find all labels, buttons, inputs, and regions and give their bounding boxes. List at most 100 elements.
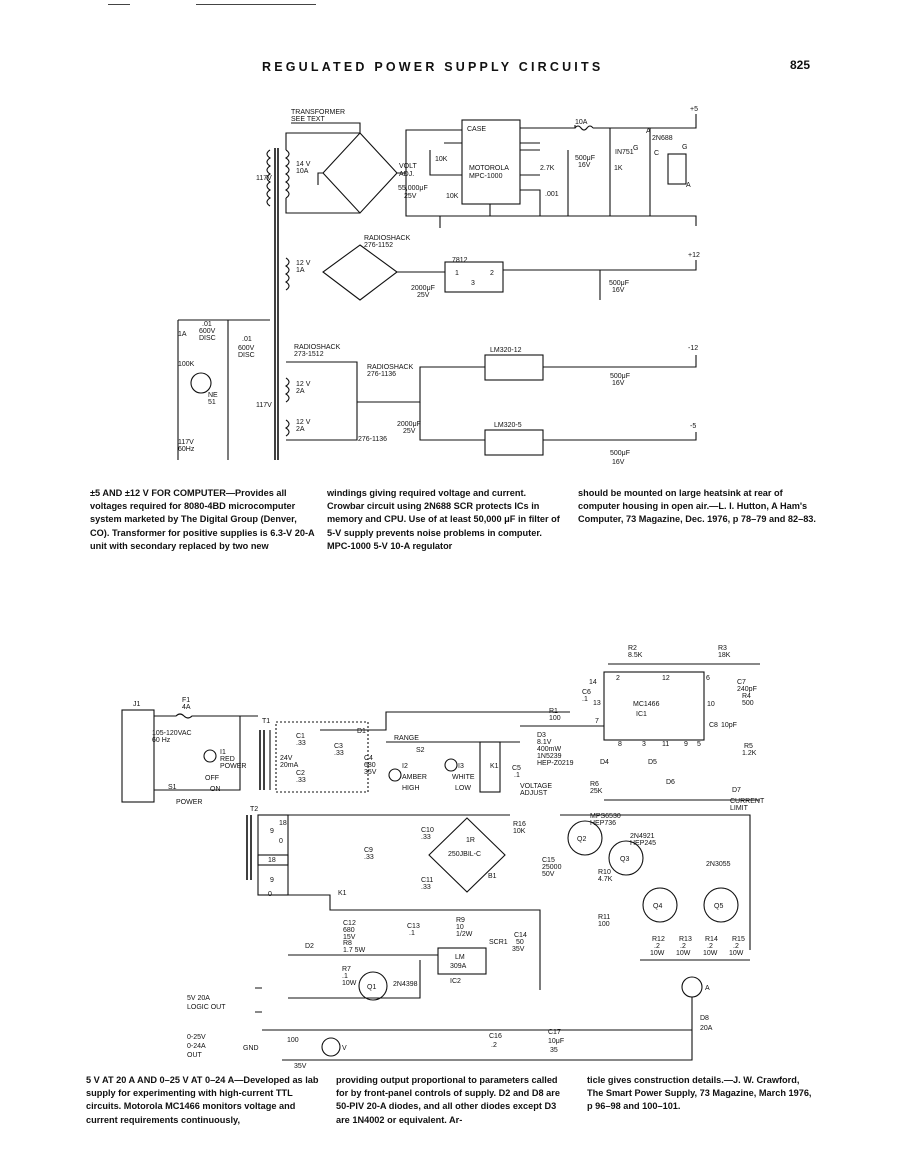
lbl-q2-type: MPS6530 bbox=[590, 813, 621, 820]
lbl-12v-3: 12 V bbox=[296, 419, 311, 426]
lbl-c500d: 500μF bbox=[610, 450, 630, 457]
lbl-rs3-num: 276-1136 bbox=[367, 371, 396, 378]
lbl-q3: Q3 bbox=[620, 856, 629, 863]
lbl-c600v-b: 600V bbox=[238, 345, 255, 352]
lbl-r16: R16 bbox=[513, 821, 526, 828]
lbl-d3c: 1N5239 bbox=[537, 753, 562, 760]
lbl-t2: T2 bbox=[250, 806, 258, 813]
lbl-case: CASE bbox=[467, 126, 486, 133]
lbl-c14v: 50 bbox=[516, 939, 524, 946]
lbl-t1: T1 bbox=[262, 718, 270, 725]
lbl-white: WHITE bbox=[452, 774, 475, 781]
lbl-r8: R8 bbox=[343, 940, 352, 947]
lbl-c5: C5 bbox=[512, 765, 521, 772]
lbl-f1: F1 bbox=[182, 697, 190, 704]
page-number: 825 bbox=[790, 58, 811, 72]
lbl-0-24a: 0-24A bbox=[187, 1043, 206, 1050]
caption-2-col-1: 5 V AT 20 A AND 0–25 V AT 0–24 A—Develop… bbox=[86, 1074, 326, 1127]
lbl-volt: VOLT bbox=[399, 163, 417, 170]
lbl-c01-a: .01 bbox=[202, 321, 212, 328]
lbl-c55000-v: 25V bbox=[404, 193, 417, 200]
lbl-2n4398: 2N4398 bbox=[393, 981, 418, 988]
lbl-7812-pin1: 1 bbox=[455, 270, 459, 277]
lbl-d3b: 400mW bbox=[537, 746, 562, 753]
caption-2-text-a: 5 V AT 20 A AND 0–25 V AT 0–24 A—Develop… bbox=[86, 1075, 319, 1125]
lbl-2n3055: 2N3055 bbox=[706, 861, 731, 868]
lbl-r6: R6 bbox=[590, 781, 599, 788]
lbl-radioshack-3: RADIOSHACK bbox=[367, 364, 414, 371]
caption-1-col-2: windings giving required voltage and cur… bbox=[327, 487, 563, 553]
lbl-r7w: 10W bbox=[342, 980, 357, 987]
lbl-n18a: 18 bbox=[279, 820, 287, 827]
lbl-scr1: SCR1 bbox=[489, 939, 508, 946]
lbl-r4: R4 bbox=[742, 693, 751, 700]
lbl-range: RANGE bbox=[394, 735, 419, 742]
top-rule-right bbox=[196, 4, 316, 5]
lbl-rs2-num: 273-1512 bbox=[294, 351, 324, 358]
lbl-c14: C14 bbox=[514, 932, 527, 939]
lbl-q4: Q4 bbox=[653, 903, 662, 910]
lbl-vadj2: ADJUST bbox=[520, 790, 548, 797]
lbl-r8v: 1.7 5W bbox=[343, 947, 366, 954]
caption-2-col-2: providing output proportional to paramet… bbox=[336, 1074, 572, 1127]
lbl-minus5: -5 bbox=[690, 423, 696, 430]
lbl-1a-fuse: 1A bbox=[178, 331, 187, 338]
lbl-c500d-v: 16V bbox=[612, 459, 625, 466]
lbl-r100: 100 bbox=[287, 1037, 299, 1044]
lbl-ic2: IC2 bbox=[450, 978, 461, 985]
lbl-pin11: 11 bbox=[662, 741, 669, 748]
lbl-s1: S1 bbox=[168, 784, 177, 791]
lbl-r1k: 1K bbox=[614, 165, 623, 172]
page-header: REGULATED POWER SUPPLY CIRCUITS 825 bbox=[0, 58, 907, 78]
lbl-pin2: 2 bbox=[616, 675, 620, 682]
lbl-c55000: 55,000μF bbox=[398, 185, 428, 192]
lbl-r15: R15 bbox=[732, 936, 745, 943]
lbl-c500c-v: 16V bbox=[612, 380, 625, 387]
lbl-105vac: 105-120VAC bbox=[152, 730, 192, 737]
lbl-j1: J1 bbox=[133, 701, 141, 708]
lbl-c1: C1 bbox=[296, 733, 305, 740]
lbl-i2: I2 bbox=[402, 763, 408, 770]
lbl-red: RED bbox=[220, 756, 235, 763]
lbl-ic1: IC1 bbox=[636, 711, 647, 718]
lbl-ammeter: A bbox=[705, 985, 710, 992]
lbl-r2: R2 bbox=[628, 645, 637, 652]
lbl-pin14: 14 bbox=[589, 679, 597, 686]
lbl-c12v: 680 bbox=[343, 927, 355, 934]
lbl-c9: C9 bbox=[364, 847, 373, 854]
lbl-radioshack-1: RADIOSHACK bbox=[364, 235, 411, 242]
lbl-d8: D8 bbox=[700, 1015, 709, 1022]
lbl-climit2: LIMIT bbox=[730, 805, 749, 812]
lbl-c500a-v: 16V bbox=[578, 162, 591, 169]
lbl-r27k: 2.7K bbox=[540, 165, 555, 172]
lbl-14v: 14 V bbox=[296, 161, 311, 168]
lbl-pin-g2: G bbox=[682, 144, 687, 151]
lbl-low: LOW bbox=[455, 785, 471, 792]
lbl-plus5: +5 bbox=[690, 106, 698, 113]
lbl-d3d: HEP-Z0219 bbox=[537, 760, 574, 767]
lbl-k1b: K1 bbox=[338, 890, 347, 897]
lbl-r7: R7 bbox=[342, 966, 351, 973]
lbl-power: POWER bbox=[176, 799, 202, 806]
lbl-pin12: 12 bbox=[662, 675, 670, 682]
lbl-r4v: 500 bbox=[742, 700, 754, 707]
lbl-c16: C16 bbox=[489, 1033, 502, 1040]
lbl-r15w: 10W bbox=[729, 950, 744, 957]
lbl-5v20a: 5V 20A bbox=[187, 995, 210, 1002]
lbl-fuse-10a: 10A bbox=[575, 119, 588, 126]
lbl-rs1-num: 276-1152 bbox=[364, 242, 393, 249]
lbl-250jbil: 250JBIL-C bbox=[448, 851, 481, 858]
lbl-c15v: 25000 bbox=[542, 864, 562, 871]
caption-1-text-a: ±5 AND ±12 V FOR COMPUTER—Provides all v… bbox=[90, 488, 315, 551]
lbl-r13w: 10W bbox=[676, 950, 691, 957]
lbl-r11v: 100 bbox=[598, 921, 610, 928]
lbl-r13v: .2 bbox=[680, 943, 686, 950]
caption-2-text-b: providing output proportional to paramet… bbox=[336, 1075, 560, 1125]
lbl-r14: R14 bbox=[705, 936, 718, 943]
lbl-r5v: 1.2K bbox=[742, 750, 757, 757]
lbl-20ma: 20mA bbox=[280, 762, 299, 769]
lbl-k1: K1 bbox=[490, 763, 499, 770]
lbl-309a: 309A bbox=[450, 963, 467, 970]
lbl-pin-g: G bbox=[633, 145, 638, 152]
